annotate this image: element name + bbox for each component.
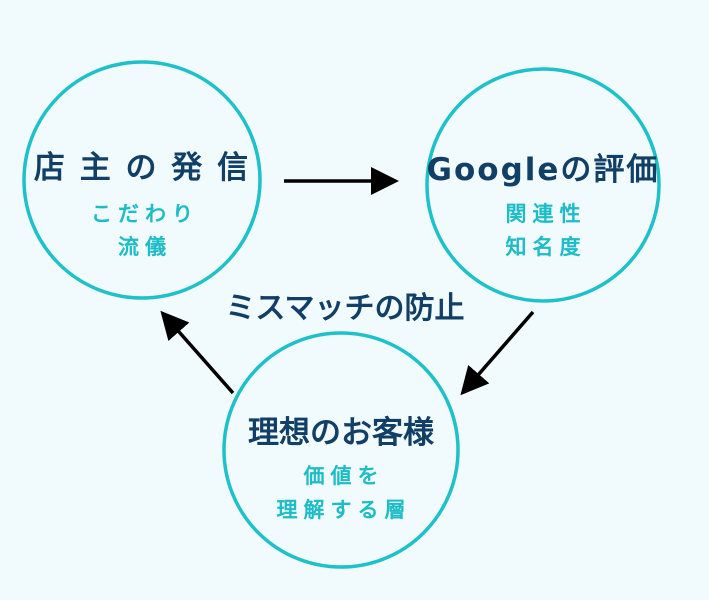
arrow-down-left [460,310,535,396]
node-circle [222,331,460,569]
node-title: Googleの評価 [427,152,660,188]
node-subtext: 価値を [303,464,385,488]
center-label: ミスマッチの防止 [225,291,464,326]
arrow-up-left [160,310,235,395]
node-ideal-customer: 理想のお客様 価値を 理解する層 [222,331,460,569]
node-subtext: 関連性 [506,202,587,226]
node-subtext: 知名度 [506,235,587,259]
node-circle [425,67,661,303]
node-subtext: こだわり [91,202,199,226]
node-circle [22,60,262,300]
node-title: 理想のお客様 [248,415,435,451]
node-owner-message: 店 主 の 発 信 こだわり 流儀 [22,60,262,300]
node-subtext: 理解する層 [277,498,412,522]
node-subtext: 流儀 [118,235,172,259]
node-title: 店 主 の 発 信 [34,150,250,186]
node-google-evaluation: Googleの評価 関連性 知名度 [425,67,661,303]
